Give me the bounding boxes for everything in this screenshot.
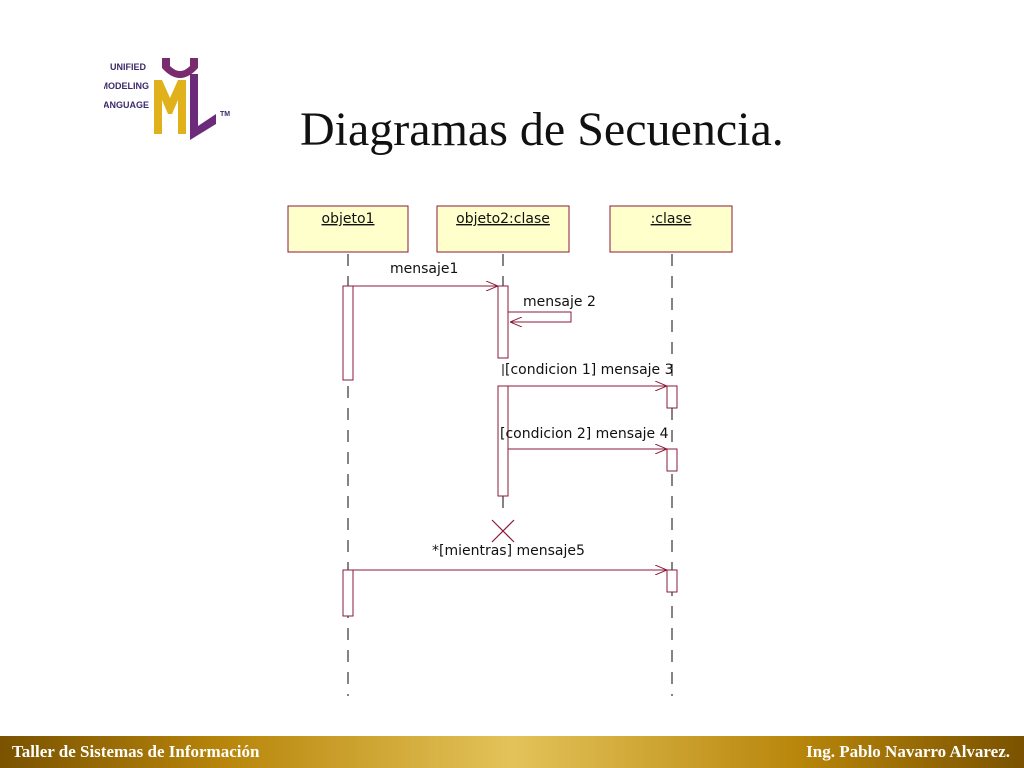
object-label-objeto1: objeto1 bbox=[322, 211, 375, 227]
message-label-4: [condicion 2] mensaje 4 bbox=[500, 426, 669, 442]
object-label-clase: :clase bbox=[651, 211, 692, 227]
activation-objeto1-1 bbox=[342, 285, 354, 381]
message-arrow-2 bbox=[508, 311, 572, 322]
activation-clase-1 bbox=[666, 385, 678, 409]
logo-text-unified: UNIFIED bbox=[110, 62, 147, 72]
object-label-objeto2: objeto2:clase bbox=[456, 211, 550, 227]
footer-course-name: Taller de Sistemas de Información bbox=[12, 742, 260, 761]
message-label-1: mensaje1 bbox=[390, 261, 458, 277]
logo-u-shape bbox=[162, 58, 198, 78]
message-label-2: mensaje 2 bbox=[523, 294, 596, 310]
object-box-objeto1 bbox=[287, 205, 409, 253]
uml-logo: UNIFIED MODELING LANGUAGE TM bbox=[104, 58, 230, 140]
logo-l-shape bbox=[190, 74, 216, 140]
logo-m-shape bbox=[154, 80, 186, 134]
object-box-clase bbox=[609, 205, 733, 253]
footer-author: Ing. Pablo Navarro Alvarez. bbox=[806, 742, 1010, 761]
message-label-3: [condicion 1] mensaje 3 bbox=[505, 362, 674, 378]
logo-text-language: LANGUAGE bbox=[104, 100, 149, 110]
logo-text-modeling: MODELING bbox=[104, 81, 149, 91]
object-box-objeto2 bbox=[436, 205, 570, 253]
activation-clase-2 bbox=[666, 448, 678, 472]
activation-objeto2-2 bbox=[497, 385, 509, 497]
activation-objeto1-2 bbox=[342, 569, 354, 617]
slide-title: Diagramas de Secuencia. bbox=[300, 103, 784, 156]
sequence-diagram: objeto1 objeto2:clase :clase mensaje1 me… bbox=[287, 205, 733, 696]
message-label-5: *[mientras] mensaje5 bbox=[432, 543, 585, 559]
destroy-mark-line-b bbox=[491, 519, 515, 543]
activation-objeto2-1 bbox=[497, 285, 509, 359]
logo-text-tm: TM bbox=[220, 111, 230, 118]
activation-clase-3 bbox=[666, 569, 678, 593]
footer-bar: Taller de Sistemas de Información Ing. P… bbox=[0, 736, 1024, 768]
